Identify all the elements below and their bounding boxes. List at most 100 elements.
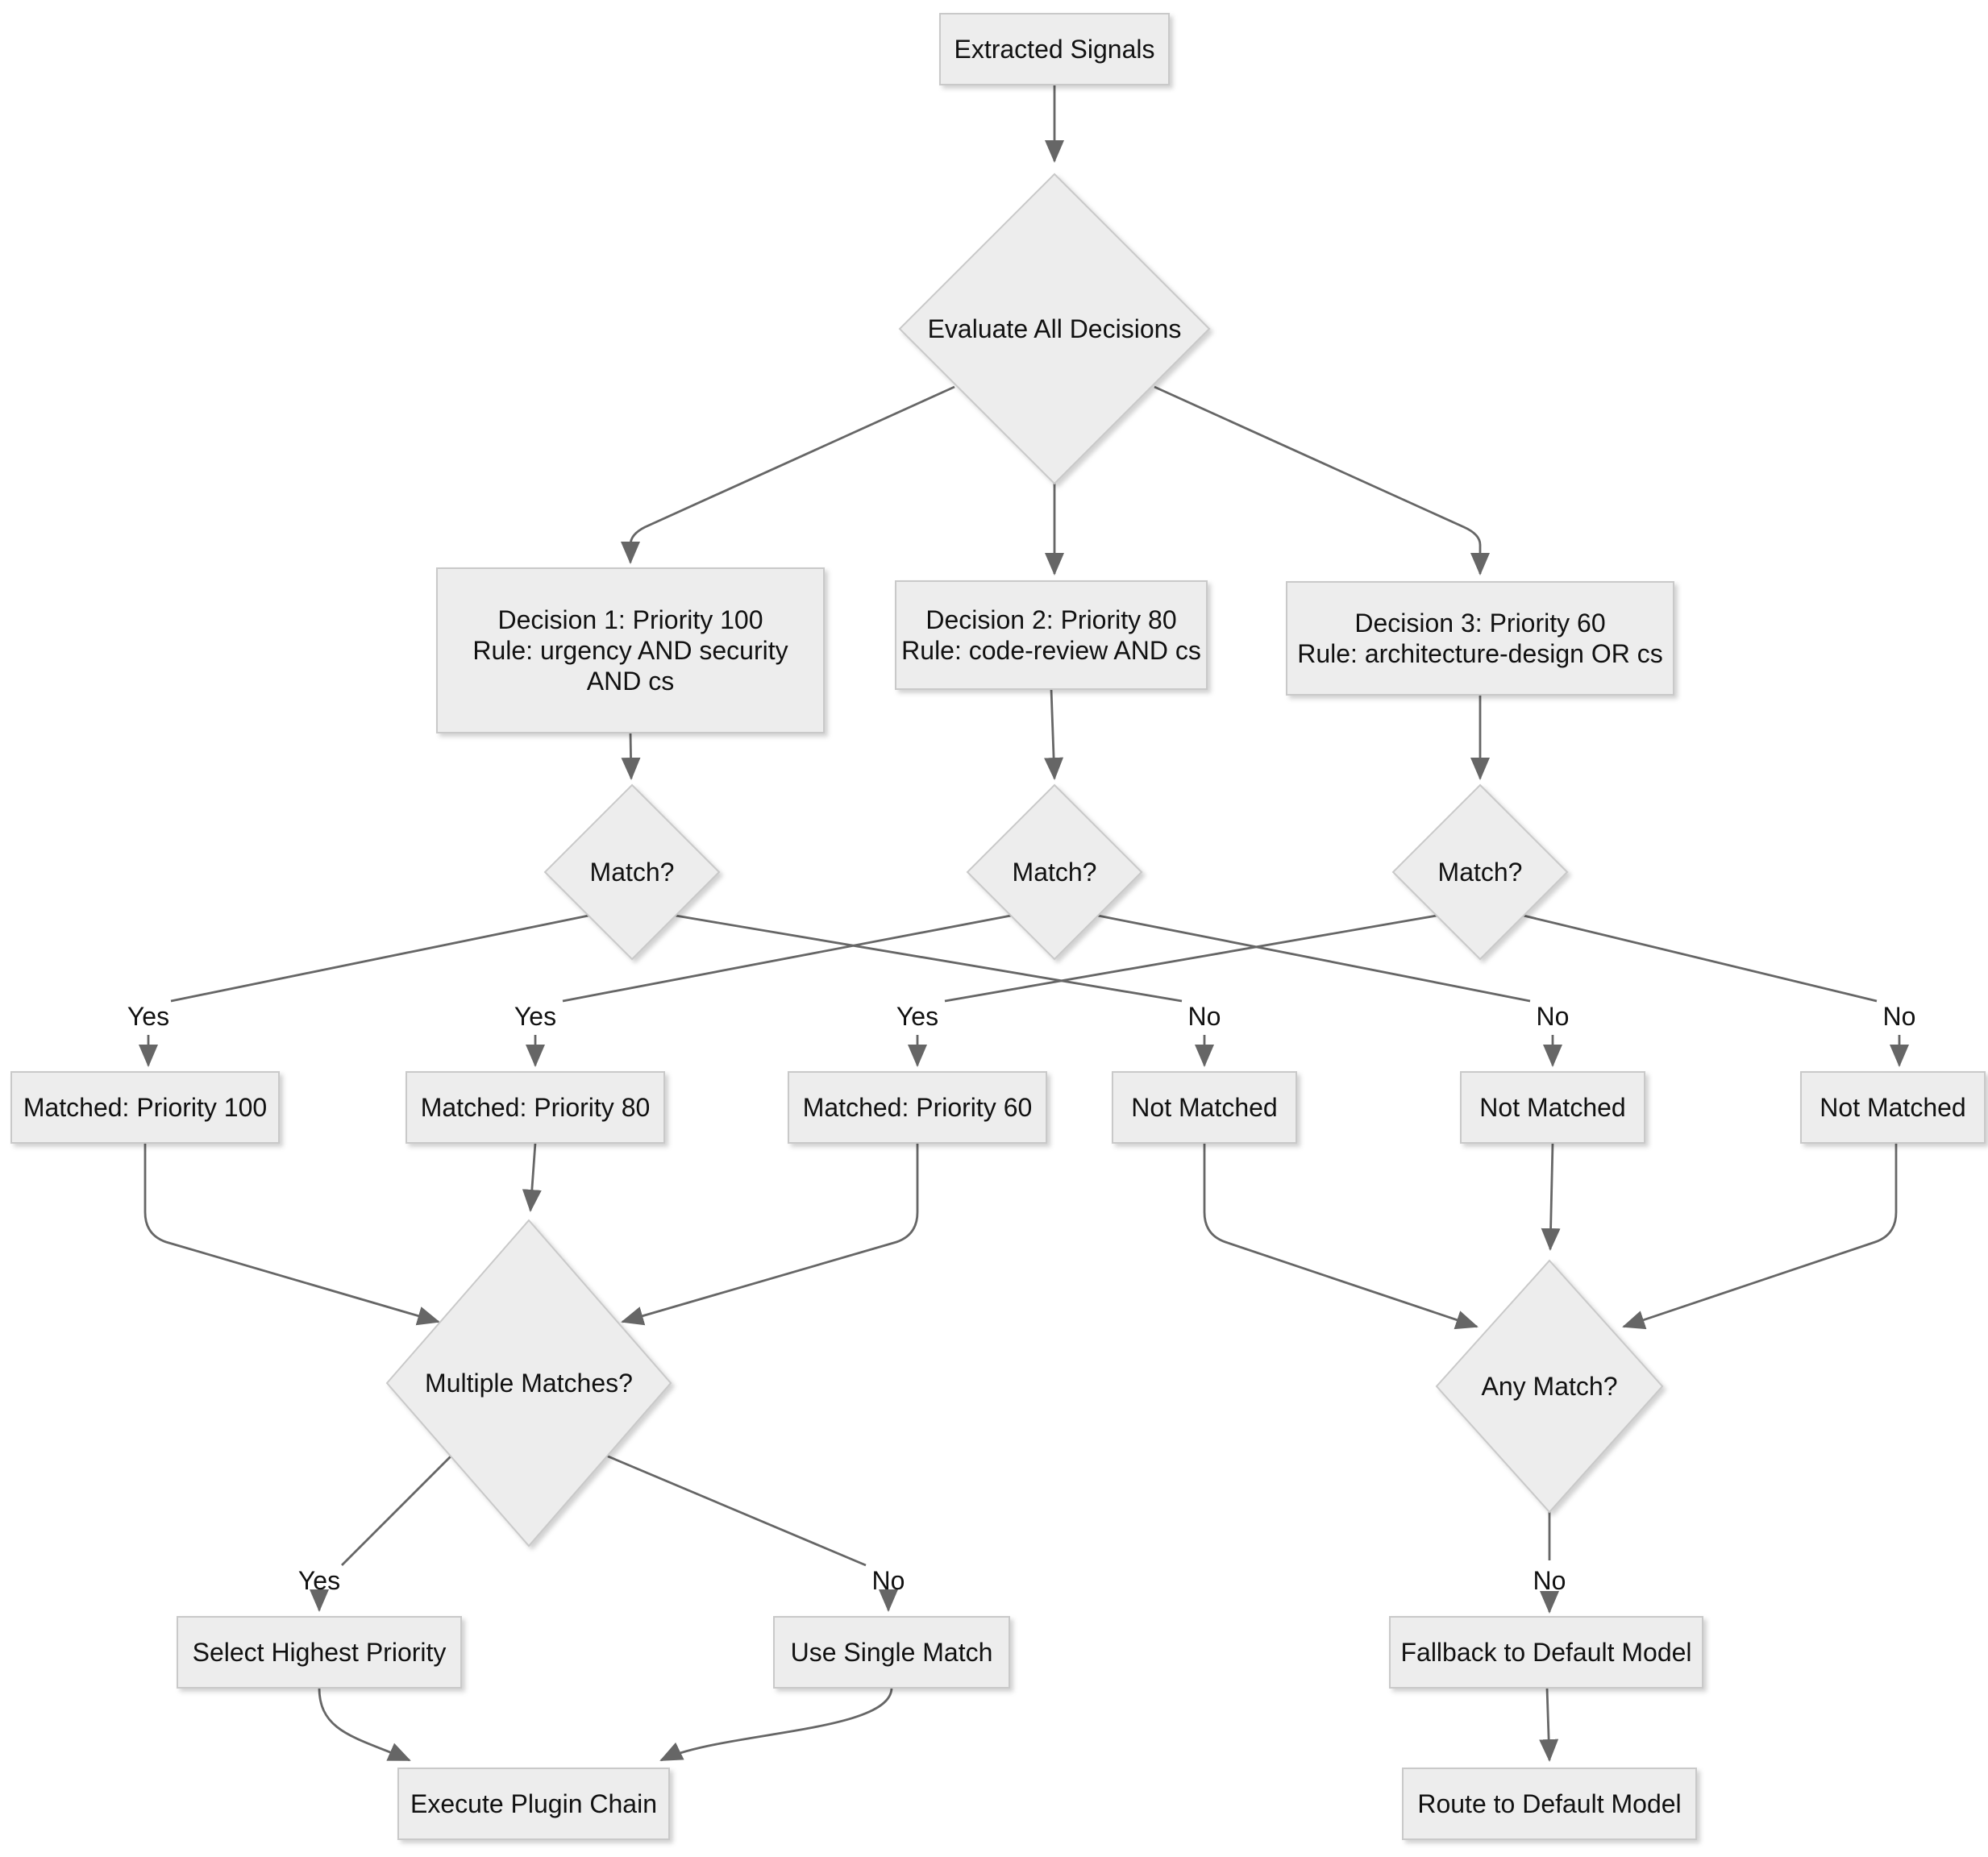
edge-m60-multiple <box>621 1143 919 1326</box>
edge-evaluate-d3 <box>1154 385 1490 575</box>
edge-label-match2-nm2: No <box>1537 1002 1570 1031</box>
edge-multiple-single: No <box>605 1454 905 1612</box>
edge-arrow <box>1203 1143 1479 1330</box>
edge-multiple-select: Yes <box>298 1455 452 1612</box>
node-any-match: Any Match? <box>1435 1259 1664 1514</box>
node-match-3: Match? <box>1391 783 1569 961</box>
edge-line <box>170 914 589 1003</box>
edge-line <box>675 914 1183 1003</box>
edge-arrow <box>659 1687 893 1762</box>
node-not-matched-1-shape <box>1112 1071 1297 1144</box>
edge-arrow <box>1154 385 1490 575</box>
node-match-2-label: Match? <box>1013 858 1097 887</box>
node-not-matched-2-shape <box>1460 1071 1645 1144</box>
edge-nm1-any <box>1203 1143 1479 1330</box>
node-decision-2-label: Rule: code-review AND cs <box>901 636 1201 665</box>
node-matched-priority-60-shape <box>788 1071 1047 1144</box>
edge-arrow <box>318 1687 411 1762</box>
edge-label-multiple-select: Yes <box>298 1566 340 1595</box>
node-fallback-to-default-model-label: Fallback to Default Model <box>1400 1638 1691 1667</box>
node-extracted-signals-label: Extracted Signals <box>954 35 1154 64</box>
edge-arrow <box>621 732 641 780</box>
node-not-matched-2-label: Not Matched <box>1479 1093 1625 1122</box>
node-decision-1-label: AND cs <box>587 667 674 696</box>
edge-d1-match1 <box>621 732 641 780</box>
node-any-match-shape <box>1435 1259 1664 1514</box>
node-execute-plugin-chain-shape <box>397 1768 670 1840</box>
edge-label-match2-m80: Yes <box>514 1002 556 1031</box>
node-multiple-matches-label: Multiple Matches? <box>425 1369 633 1398</box>
edge-match3-m60: Yes <box>896 914 1437 1067</box>
node-route-to-default-model: Route to Default Model <box>1402 1768 1697 1840</box>
edge-fallback-route <box>1539 1687 1559 1762</box>
edge-single-execute <box>659 1687 893 1762</box>
edge-label-any-fallback: No <box>1533 1566 1566 1595</box>
edge-d2-match2 <box>1044 688 1064 780</box>
node-not-matched-3-label: Not Matched <box>1820 1093 1965 1122</box>
edge-arrow <box>1044 688 1064 780</box>
node-execute-plugin-chain: Execute Plugin Chain <box>397 1768 670 1840</box>
node-extracted-signals-shape <box>939 13 1170 85</box>
edge-nm2-any <box>1541 1142 1561 1251</box>
node-decision-3-label: Decision 3: Priority 60 <box>1354 609 1605 638</box>
edge-evaluate-d1 <box>621 385 955 564</box>
node-not-matched-1-label: Not Matched <box>1131 1093 1277 1122</box>
edge-nm3-any <box>1622 1143 1898 1330</box>
node-matched-priority-100-label: Matched: Priority 100 <box>23 1093 267 1122</box>
node-use-single-match-shape <box>773 1616 1010 1689</box>
edge-line <box>944 914 1437 1003</box>
edge-any-fallback: No <box>1533 1512 1566 1614</box>
edge-arrow <box>143 1143 440 1326</box>
edge-select-execute <box>318 1687 411 1762</box>
node-matched-priority-60-label: Matched: Priority 60 <box>803 1093 1033 1122</box>
edge-line <box>605 1454 867 1567</box>
node-not-matched-2: Not Matched <box>1460 1071 1645 1144</box>
node-decision-2-label: Decision 2: Priority 80 <box>925 605 1176 634</box>
node-matched-priority-80-label: Matched: Priority 80 <box>421 1093 651 1122</box>
edge-line <box>1097 914 1531 1003</box>
node-matched-priority-100-shape <box>10 1071 280 1144</box>
node-evaluate-all-decisions-label: Evaluate All Decisions <box>928 314 1182 343</box>
node-matched-priority-100: Matched: Priority 100 <box>10 1071 280 1144</box>
node-extracted-signals: Extracted Signals <box>939 13 1170 85</box>
edge-arrow <box>621 1143 919 1326</box>
edge-arrow <box>522 1142 542 1212</box>
node-match-1: Match? <box>543 783 721 961</box>
edge-match1-nm1: No <box>675 914 1221 1067</box>
node-fallback-to-default-model: Fallback to Default Model <box>1389 1616 1703 1689</box>
node-match-3-label: Match? <box>1438 858 1523 887</box>
edge-label-match1-nm1: No <box>1188 1002 1221 1031</box>
node-not-matched-3-shape <box>1800 1071 1986 1144</box>
node-match-2: Match? <box>966 783 1143 961</box>
edge-arrow <box>621 385 955 564</box>
node-any-match-label: Any Match? <box>1482 1372 1618 1401</box>
node-matched-priority-60: Matched: Priority 60 <box>788 1071 1047 1144</box>
edge-line <box>1523 914 1878 1003</box>
edge-match2-m80: Yes <box>514 914 1012 1067</box>
node-decision-1-shape <box>436 567 825 733</box>
node-match-1-label: Match? <box>590 858 675 887</box>
node-use-single-match: Use Single Match <box>773 1616 1010 1689</box>
node-decision-1-label: Decision 1: Priority 100 <box>497 605 763 634</box>
edge-arrow <box>1622 1143 1898 1330</box>
node-multiple-matches-shape <box>385 1219 672 1548</box>
node-decision-2-shape <box>895 580 1208 690</box>
edge-label-match3-nm3: No <box>1883 1002 1916 1031</box>
edge-line <box>562 914 1012 1003</box>
node-decision-3-label: Rule: architecture-design OR cs <box>1297 639 1663 668</box>
edge-label-multiple-single: No <box>872 1566 905 1595</box>
node-select-highest-priority: Select Highest Priority <box>177 1616 462 1689</box>
node-decision-3-shape <box>1286 581 1674 696</box>
node-decision-1-label: Rule: urgency AND security <box>472 636 788 665</box>
edge-match1-m100: Yes <box>127 914 589 1067</box>
edge-line <box>341 1455 452 1566</box>
edge-label-match1-m100: Yes <box>127 1002 169 1031</box>
node-not-matched-3: Not Matched <box>1800 1071 1986 1144</box>
node-match-2-shape <box>966 783 1143 961</box>
node-route-to-default-model-label: Route to Default Model <box>1417 1789 1681 1818</box>
